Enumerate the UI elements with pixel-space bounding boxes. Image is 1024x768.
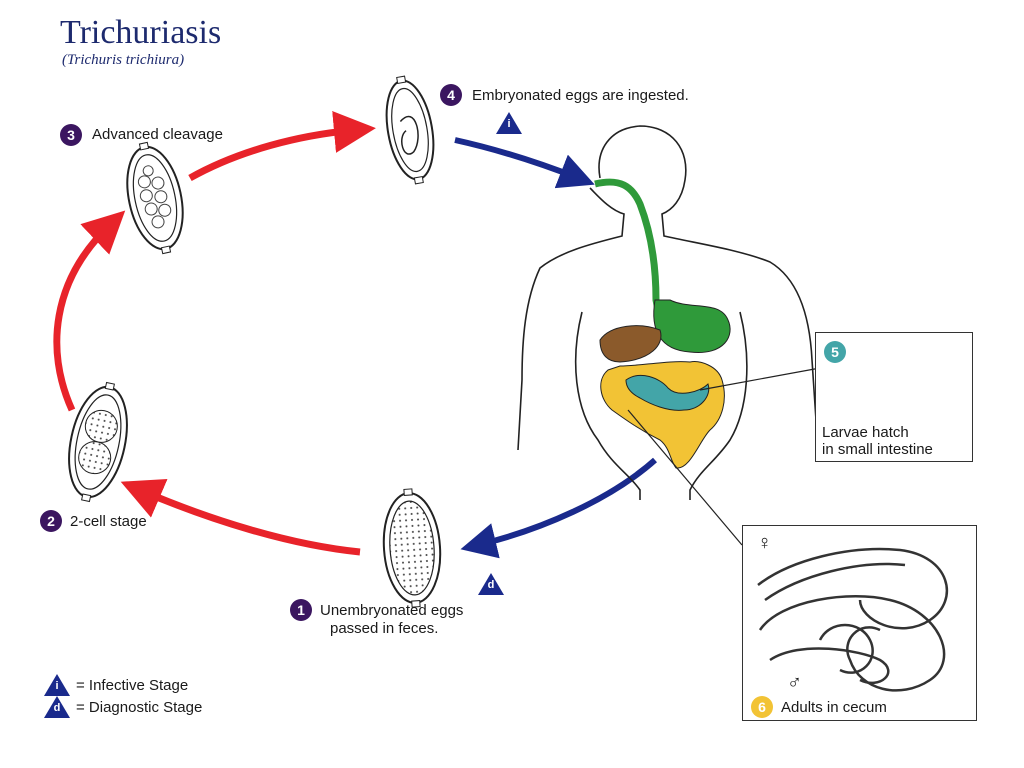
legend-diagnostic-text: = Diagnostic Stage [76,699,203,716]
adults-box: ♀ ♂ 6 Adults in cecum [742,525,977,721]
legend-infective-text: = Infective Stage [76,677,189,694]
legend-infective-marker: i [44,674,70,696]
stage-4-label: Embryonated eggs are ingested. [472,87,689,104]
arrow-1-to-2 [120,478,361,556]
stage-1-label-line1: Unembryonated eggs [320,602,464,619]
arrow-2-to-3 [53,210,126,412]
larvae-box: 5 Larvae hatch in small intestine [815,332,973,462]
small-intestine [625,375,710,411]
egg-embryonated [385,75,435,185]
page-subtitle: (Trichuris trichiura) [62,52,185,68]
esophagus [594,178,664,321]
stage-1-badge: 1 [290,599,312,621]
adult-worms-illustration [757,547,948,692]
legend-diagnostic-letter: d [53,702,61,714]
arrow-3-to-4 [188,110,376,182]
stage-5-label-line1: Larvae hatch [822,424,909,441]
arrow-4-to-host [454,137,595,189]
infective-marker-letter: i [507,118,511,130]
stage-1-label-line2: passed in feces. [330,620,439,637]
stage-6-badge: 6 [751,696,773,718]
legend-infective-letter: i [55,680,59,692]
egg-2-cell [68,381,128,503]
stage-2-label: 2-cell stage [70,513,147,530]
stage-3-badge: 3 [60,124,82,146]
arrow-host-to-1 [460,457,657,559]
male-symbol: ♂ [787,672,802,694]
diagnostic-marker-letter: d [487,579,495,591]
female-symbol: ♀ [757,532,772,554]
stage-5-label-line2: in small intestine [822,441,933,458]
liver [599,325,662,363]
human-body [517,125,819,500]
egg-advanced-cleavage [126,141,184,255]
stage-5-badge: 5 [824,341,846,363]
stage-3-label: Advanced cleavage [92,126,223,143]
infective-marker: i [496,112,522,134]
page-title: Trichuriasis [60,14,222,51]
stage-4-badge: 4 [440,84,462,106]
stage-6-label: Adults in cecum [781,699,887,716]
diagnostic-marker: d [478,573,504,595]
large-intestine [600,361,725,469]
stomach [653,299,731,353]
egg-unembryonated [382,488,442,608]
stage-2-badge: 2 [40,510,62,532]
legend-diagnostic-marker: d [44,696,70,718]
